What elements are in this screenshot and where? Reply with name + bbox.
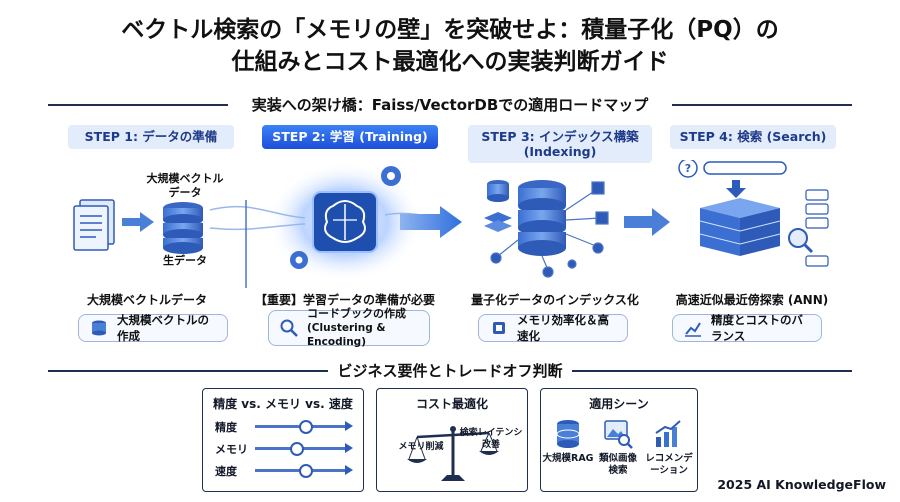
divider-left xyxy=(48,370,328,372)
flow-line xyxy=(209,223,306,231)
step2-label: STEP 2: 学習 (Training) xyxy=(262,125,438,149)
step2-pill: コードブックの作成 (Clustering & Encoding) xyxy=(268,307,430,348)
result-list-icon xyxy=(805,189,829,267)
step2-subtitle: 【重要】学習データの準備が必要 xyxy=(254,293,435,307)
scene-label-line1: 大規模RAG xyxy=(542,453,594,464)
footer-credit: 2025 AI KnowledgeFlow xyxy=(717,477,886,492)
step2-pill-line2: (Clustering & Encoding) xyxy=(307,322,386,348)
magnifier-icon xyxy=(280,319,298,337)
divider-right xyxy=(572,370,852,372)
tradeoff-row-label: 速度 xyxy=(215,465,237,478)
index-grid-icon xyxy=(699,198,781,256)
arrow-icon xyxy=(400,206,462,238)
tradeoff-title: 精度 vs. メモリ vs. 速度 xyxy=(213,397,353,411)
step3-subtitle: 量子化データのインデックス化 xyxy=(471,293,639,307)
step4-pill-label: 精度とコストのバランス xyxy=(711,313,803,343)
cost-right-label: 検索レイテンシ 改善 xyxy=(455,427,527,451)
flow-line xyxy=(209,205,306,219)
image-search-icon xyxy=(604,420,633,449)
tradeoff-slider-knob xyxy=(298,464,313,478)
magnifier-icon xyxy=(788,228,814,254)
scene-label-line1: レコメンデ xyxy=(645,453,693,464)
step1-pill-label: 大規模ベクトルの作成 xyxy=(117,313,209,343)
scene-label: 類似画像 検索 xyxy=(591,453,645,477)
small-database-icon xyxy=(487,180,509,202)
step4-pill: 精度とコストのバランス xyxy=(672,313,822,343)
rag-database-icon xyxy=(556,420,580,448)
cost-title: コスト最適化 xyxy=(415,397,488,411)
tradeoff-slider-arrow xyxy=(345,421,353,431)
step3-label-line2: (Indexing) xyxy=(523,144,597,159)
chip-icon xyxy=(493,322,505,334)
gear-icon xyxy=(381,166,401,186)
roadmap-heading: 実装への架け橋：Faiss/VectorDBでの適用ロードマップ xyxy=(251,96,649,114)
step3-pill: メモリ効率化＆高速化 xyxy=(478,313,628,343)
arrow-icon xyxy=(624,208,670,236)
step1-pill: 大規模ベクトルの作成 xyxy=(78,313,228,343)
cost-panel: コスト最適化 メモリ削減 検索レイテンシ 改善 xyxy=(376,388,528,492)
scenes-title: 適用シーン xyxy=(589,397,649,411)
cost-left-label: メモリ削減 xyxy=(398,442,444,452)
cost-right-line1: 検索レイテンシ xyxy=(459,428,523,438)
tradeoff-slider-knob xyxy=(289,442,304,456)
database-icon xyxy=(163,202,203,254)
large-database-icon xyxy=(518,180,566,256)
gear-icon xyxy=(290,251,308,269)
step4-subtitle: 高速近似最近傍探索 (ANN) xyxy=(675,293,829,307)
scenes-panel: 適用シーン 大規模RAG 類似画像 検索 レコメンデ ーション xyxy=(540,388,698,492)
arrow-icon xyxy=(122,212,154,232)
brain-chip-icon xyxy=(312,191,378,253)
scene-label: レコメンデ ーション xyxy=(641,453,697,477)
database-icon xyxy=(92,320,106,336)
search-bar-icon xyxy=(703,161,787,175)
down-arrow-icon xyxy=(726,180,746,198)
question-icon: ? xyxy=(678,160,698,178)
page-title-line1: ベクトル検索の「メモリの壁」を突破せよ：積量子化（PQ）の xyxy=(121,17,779,43)
svg-text:?: ? xyxy=(685,162,691,175)
business-heading: ビジネス要件とトレードオフ判断 xyxy=(337,362,563,380)
scene-label-line2: 検索 xyxy=(608,465,628,476)
layers-icon xyxy=(484,212,512,232)
step3-pill-label: メモリ効率化＆高速化 xyxy=(517,313,609,343)
divider-left xyxy=(48,104,228,106)
recommendation-chart-icon xyxy=(655,420,681,447)
tradeoff-panel: 精度 vs. メモリ vs. 速度 精度 メモリ 速度 xyxy=(202,388,364,492)
page-title-line2: 仕組みとコスト最適化への実装判断ガイド xyxy=(231,49,669,75)
tradeoff-slider-arrow xyxy=(345,465,353,475)
step1-caption-bottom: 生データ xyxy=(163,254,207,267)
step2-pill-line1: コードブックの作成 xyxy=(307,307,406,320)
step3-label-line1: STEP 3: インデックス構築 xyxy=(481,129,639,144)
step1-caption-top: 大規模ベクトル データ xyxy=(146,172,224,199)
chart-icon xyxy=(685,322,701,337)
tradeoff-slider-knob xyxy=(298,420,313,434)
tradeoff-row-label: メモリ xyxy=(215,443,248,456)
step4-label: STEP 4: 検索 (Search) xyxy=(670,125,836,149)
tradeoff-row-label: 精度 xyxy=(215,421,237,434)
step1-label: STEP 1: データの準備 xyxy=(68,125,234,149)
documents-icon xyxy=(73,199,115,251)
step1-subtitle: 大規模ベクトルデータ xyxy=(86,293,207,307)
divider-right xyxy=(672,104,852,106)
scene-label-line1: 類似画像 xyxy=(598,453,637,464)
step3-label: STEP 3: インデックス構築 (Indexing) xyxy=(468,125,652,163)
scene-label: 大規模RAG xyxy=(541,453,595,465)
cost-right-line2: 改善 xyxy=(481,440,500,450)
scene-label-line2: ーション xyxy=(650,465,688,476)
roadmap-illustration: ? xyxy=(73,160,829,288)
tradeoff-slider-arrow xyxy=(345,443,353,453)
network-nodes xyxy=(490,181,609,278)
balance-scale-icon xyxy=(407,426,499,481)
